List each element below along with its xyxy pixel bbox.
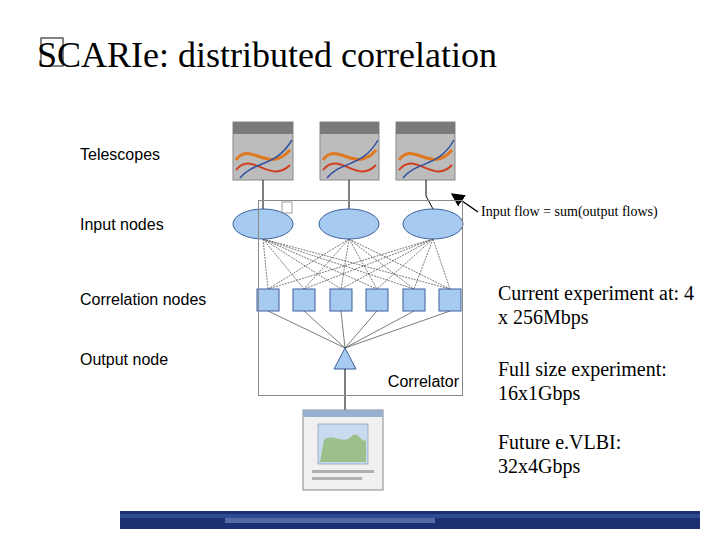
rack-panel xyxy=(233,122,293,134)
row-label: Input nodes xyxy=(80,215,164,234)
footer-stripe xyxy=(225,518,435,523)
input-node xyxy=(233,209,293,239)
telescope-photo xyxy=(396,122,455,180)
correlation-node xyxy=(366,289,388,311)
fiber-cable xyxy=(236,150,290,160)
fiber-cable xyxy=(403,140,454,178)
callout-note: Input flow = sum(output flows) xyxy=(481,204,658,221)
broken-glyph xyxy=(282,202,292,213)
correlation-node xyxy=(403,289,425,311)
map-view xyxy=(318,424,368,464)
telescope-wire xyxy=(263,180,433,209)
telescope-photo xyxy=(233,122,293,180)
telescope-photo xyxy=(396,122,455,180)
fiber-cable xyxy=(323,150,376,160)
correlation-node xyxy=(439,289,461,311)
fiber-cable xyxy=(236,164,290,172)
callout-arrow xyxy=(452,194,478,212)
output-wire xyxy=(268,311,450,348)
row-label: Correlation nodes xyxy=(80,290,206,309)
correlation-node xyxy=(257,289,279,311)
monitor-screenshot xyxy=(303,410,383,490)
slide-title: SCARIe: distributed correlation xyxy=(37,34,497,77)
fiber-cable xyxy=(323,164,376,172)
text-line xyxy=(312,477,362,480)
input-node xyxy=(403,209,463,239)
rack-panel xyxy=(320,122,379,134)
footer-stripe xyxy=(120,514,700,518)
telescope-photo xyxy=(320,122,379,180)
fiber-cable xyxy=(399,164,452,172)
correlation-node xyxy=(330,289,352,311)
map-land xyxy=(320,434,366,462)
row-label: Telescopes xyxy=(80,145,160,164)
telescope-photo xyxy=(320,122,379,180)
fiber-cable xyxy=(399,150,452,160)
footer-band xyxy=(120,511,700,529)
mesh-wire xyxy=(263,239,450,289)
telescope-photo xyxy=(233,122,293,180)
text-line xyxy=(312,470,374,473)
window-bar xyxy=(303,410,383,417)
correlator-box: Correlator xyxy=(258,200,463,396)
fiber-cable xyxy=(240,140,292,178)
input-node xyxy=(319,209,379,239)
fiber-cable xyxy=(327,140,378,178)
side-note: Current experiment at: 4 x 256Mbps xyxy=(498,281,703,329)
display-wire xyxy=(345,369,346,410)
rack-panel xyxy=(396,122,455,134)
side-note: Full size experiment: 16x1Gbps xyxy=(498,357,703,405)
row-label: Output node xyxy=(80,350,168,369)
box-label: Correlator xyxy=(388,372,459,391)
correlation-node xyxy=(293,289,315,311)
screenshot-frame xyxy=(303,410,383,490)
output-node xyxy=(334,348,356,369)
side-note: Future e.VLBI: 32x4Gbps xyxy=(498,430,703,478)
